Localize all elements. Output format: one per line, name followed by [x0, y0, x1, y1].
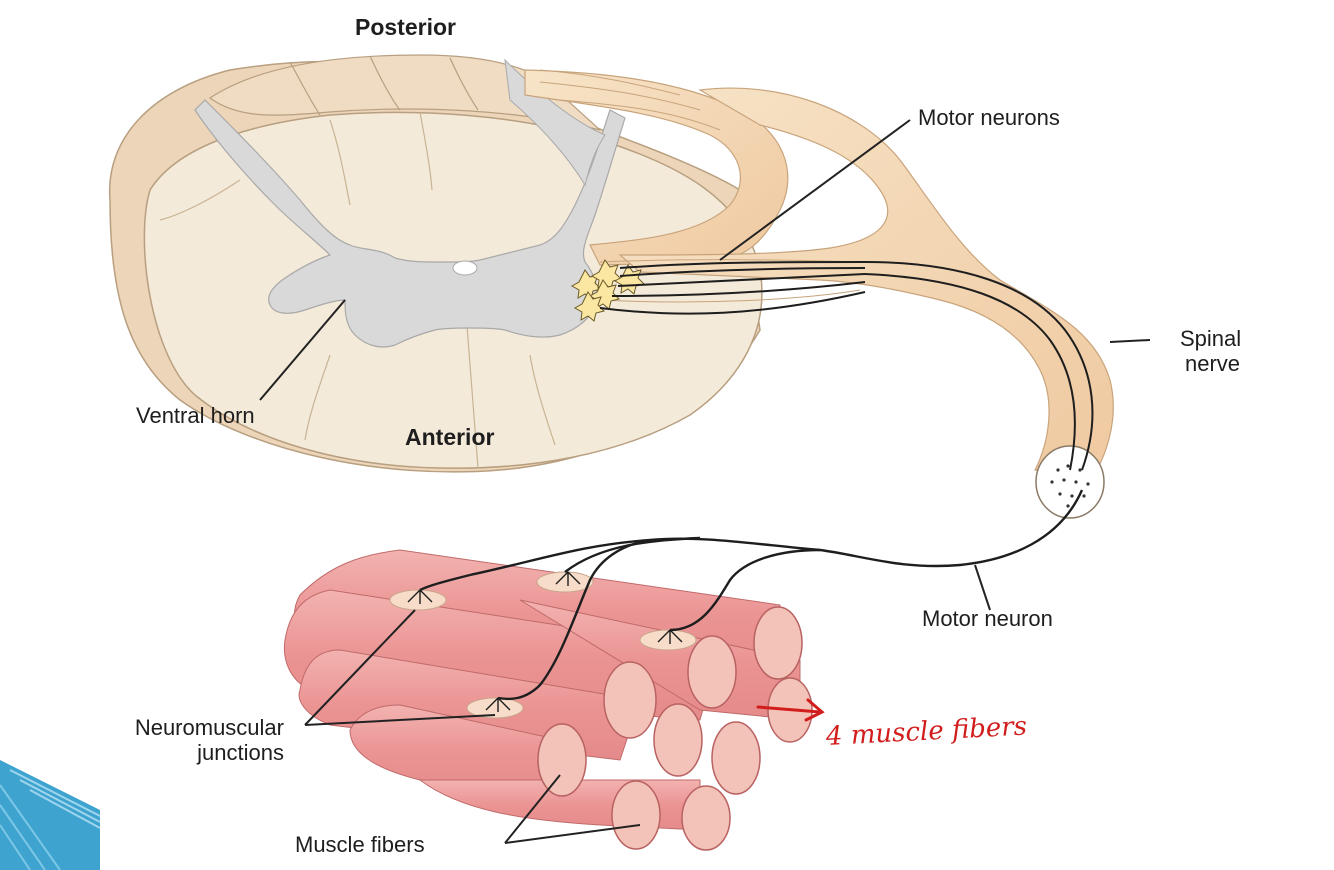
spinal-nerve-label-line1: Spinal	[1180, 326, 1242, 351]
neuromuscular-label-line1: Neuromuscular	[134, 715, 284, 740]
motor-axons	[599, 261, 1094, 471]
motor-neuron-label: Motor neuron	[922, 606, 1053, 631]
muscle-fibers	[283, 549, 813, 851]
leader-lines	[259, 119, 1151, 844]
motor-neuron-branches	[419, 489, 1084, 701]
muscle-fibers-label: Muscle fibers	[295, 832, 425, 857]
motor-neuron-cell-bodies	[570, 259, 645, 322]
anterior-label: Anterior	[405, 424, 495, 450]
ventral-horn-label: Ventral horn	[136, 403, 255, 428]
spinal-nerve-label-line2: nerve	[1185, 351, 1241, 377]
neuromuscular-label-line2: junctions	[197, 740, 284, 766]
spinal-cord	[108, 54, 763, 473]
handwritten-arrow	[756, 698, 825, 722]
motor-neurons-label: Motor neurons	[918, 105, 1060, 130]
spinal-nerve-label: Spinal nerve	[1180, 326, 1241, 377]
slide-corner-decoration	[0, 760, 100, 870]
neuromuscular-junctions-label: Neuromuscular junctions	[40, 715, 284, 766]
posterior-label: Posterior	[355, 14, 456, 40]
